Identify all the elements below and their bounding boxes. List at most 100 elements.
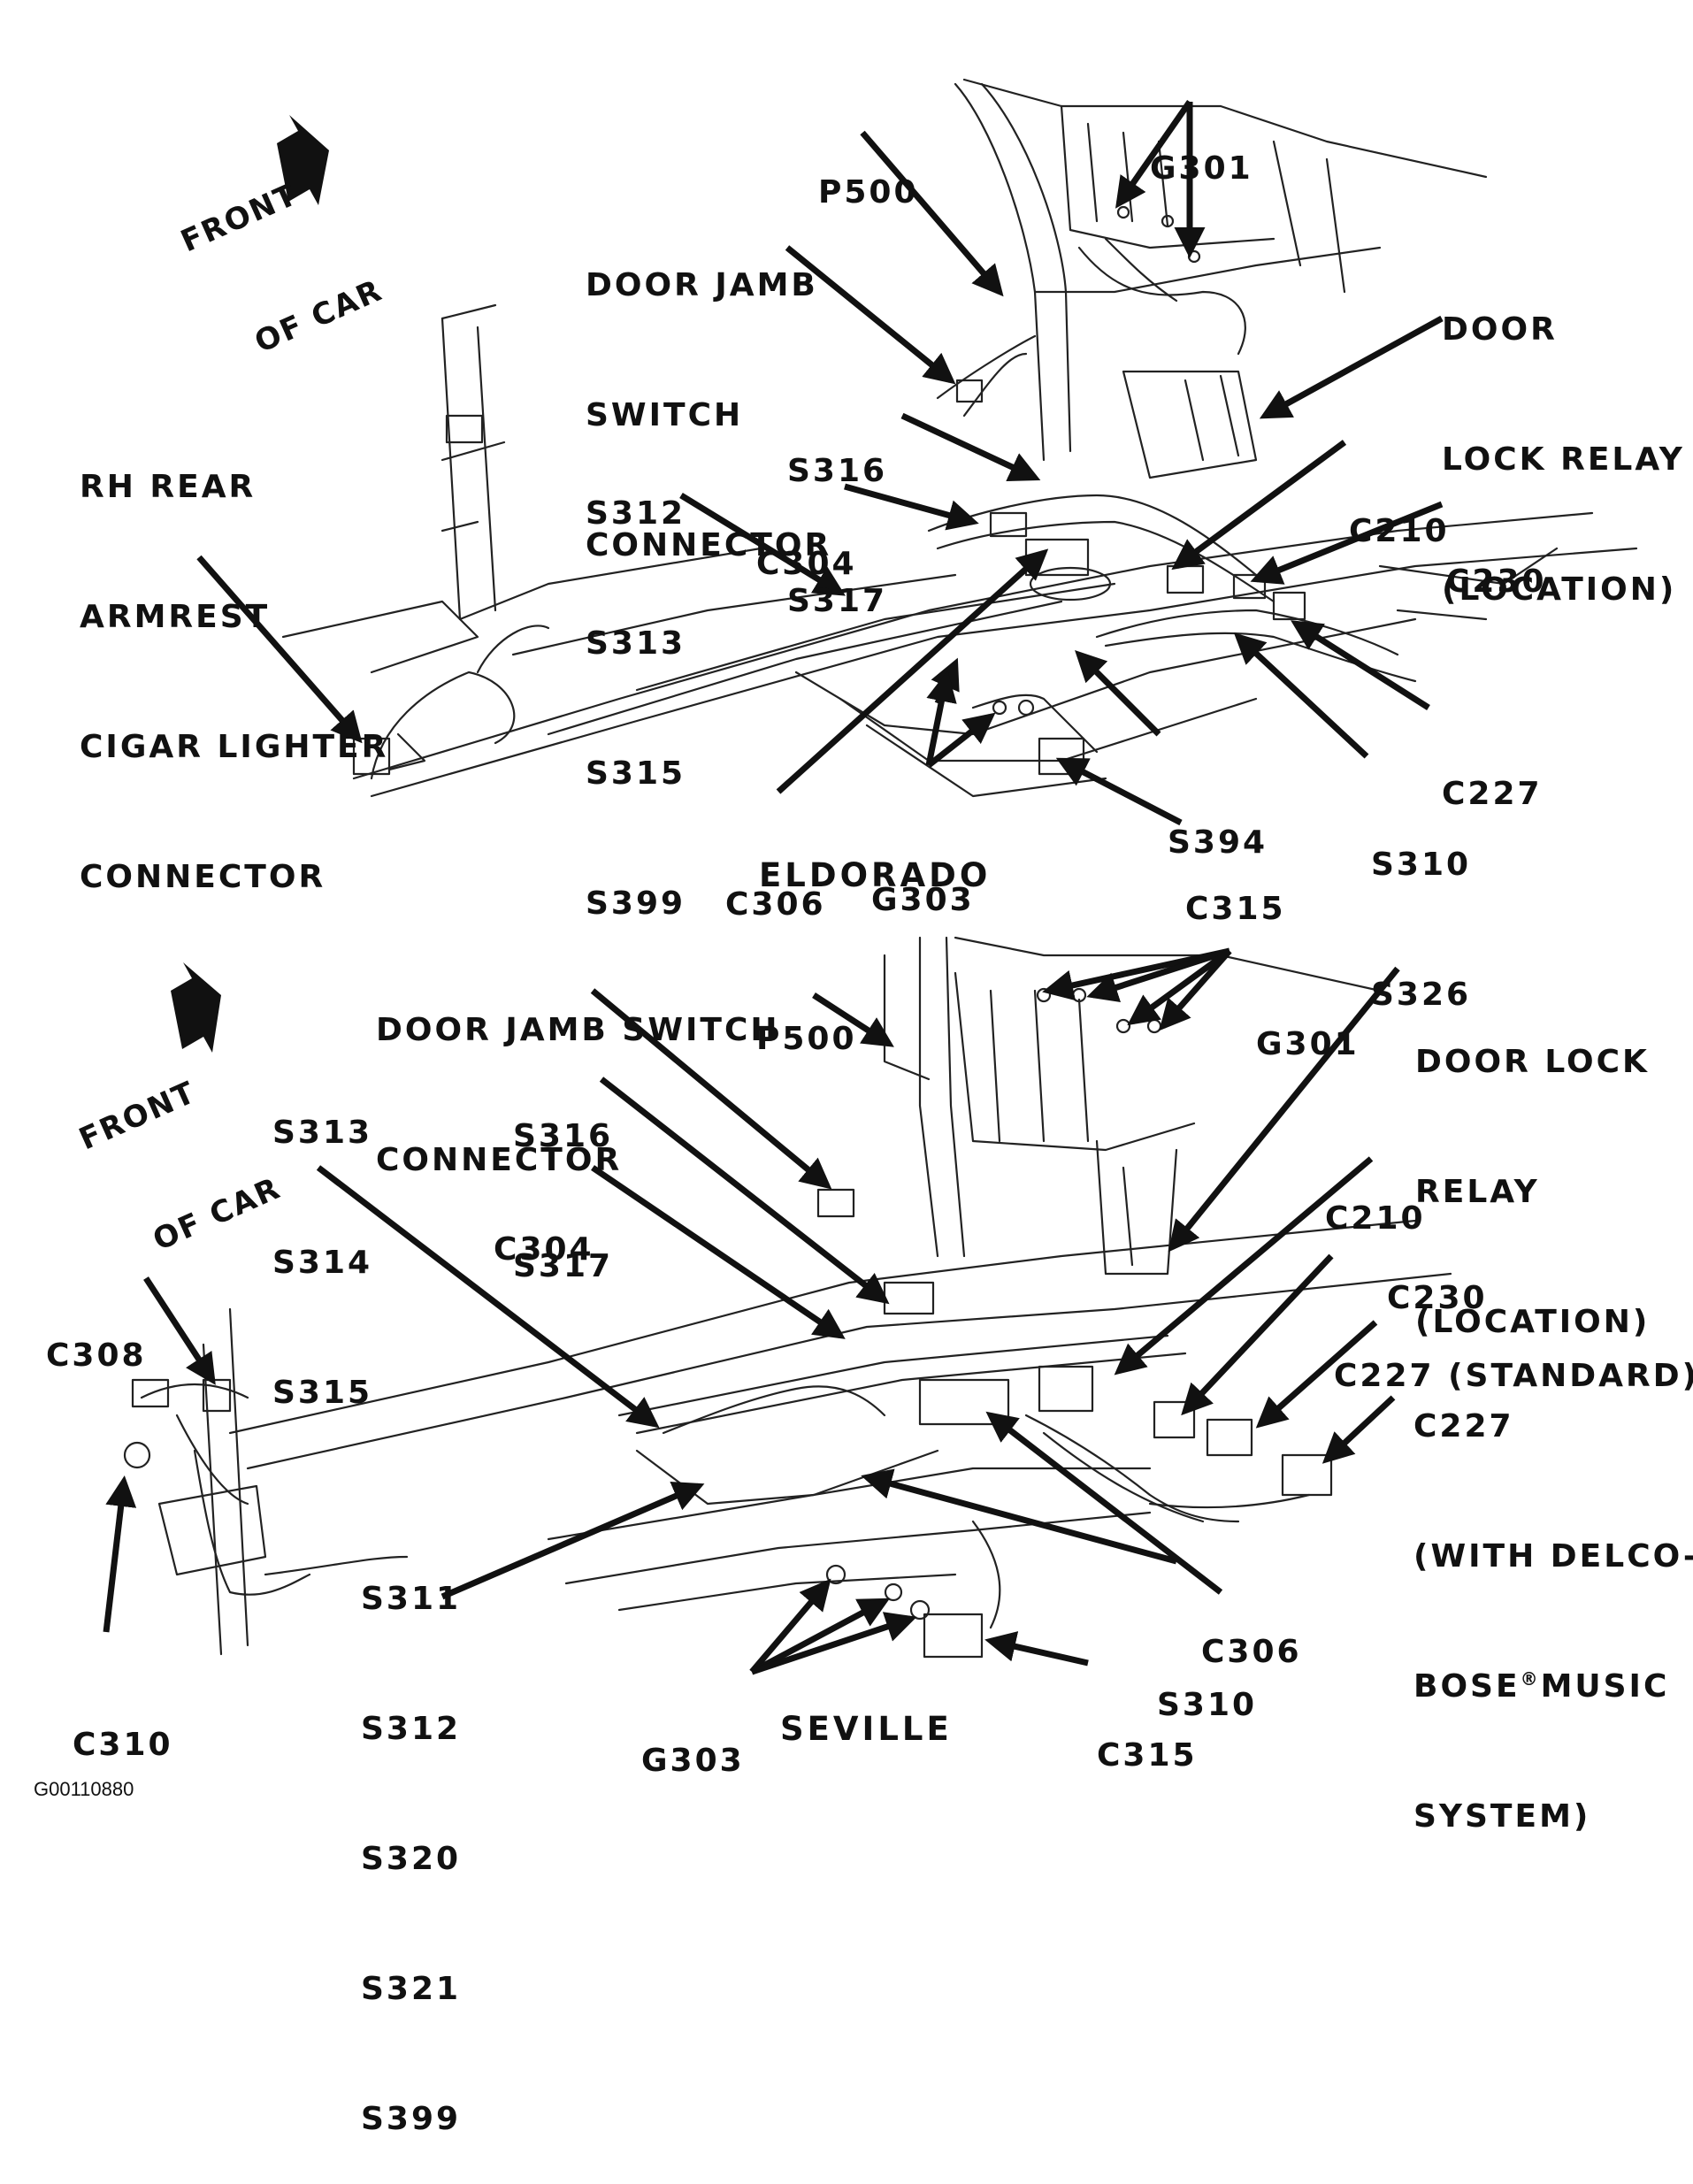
seville-s313-group-label: S313 S314 S315 [272, 1024, 372, 1458]
front-line-1: FRONT [175, 176, 303, 260]
label-line: C310 [73, 1727, 173, 1763]
label-line: C304 [494, 1231, 594, 1268]
eldorado-c230-label: C230 [1446, 473, 1547, 647]
front-of-car-arrow-seville [171, 962, 221, 1053]
label-line: S399 [361, 2101, 462, 2137]
label-line: S313 [586, 625, 686, 662]
label-line: DOOR JAMB SWITCH [376, 1012, 780, 1048]
seville-c310-label: C310 [73, 1636, 173, 1810]
label-line: C306 [725, 886, 826, 923]
seville-c315-label: C315 [1097, 1647, 1198, 1820]
label-line: RELAY [1415, 1174, 1540, 1210]
wiring-diagram-drawing [103, 78, 1638, 1675]
label-line: (LOCATION) [1442, 571, 1677, 608]
label-line: S394 [1168, 824, 1268, 861]
label-line: G301 [1256, 1026, 1360, 1062]
label-line: DOOR LOCK [1415, 1044, 1650, 1080]
seville-door-lock-relay-label: DOOR LOCK RELAY (LOCATION) [1415, 954, 1650, 1387]
eldorado-c315-label: C315 [1185, 801, 1286, 974]
eldorado-rh-rear-armrest-label: RH REAR ARMREST CIGAR LIGHTER CONNECTOR [80, 379, 388, 942]
seville-pointer-arrows [103, 947, 1400, 1675]
label-line: C315 [1097, 1737, 1198, 1774]
label-line: S311 [361, 1581, 462, 1617]
label-line: SYSTEM) [1413, 1798, 1591, 1835]
seville-c308-label: C308 [46, 1247, 147, 1421]
front-line-2: OF CAR [249, 272, 388, 361]
label-line: ARMREST [80, 599, 271, 635]
label-line: CIGAR LIGHTER [80, 729, 389, 765]
figure-code: G00110880 [34, 1778, 134, 1800]
eldorado-g301-label: G301 [1150, 60, 1253, 234]
seville-p500-label: P500 [756, 931, 857, 1104]
label-line: S326 [1371, 977, 1472, 1013]
label-line: C210 [1349, 513, 1450, 549]
label-line: G303 [641, 1743, 745, 1779]
seville-s311-group-label: S311 S312 S320 S321 S399 [361, 1490, 461, 2184]
seville-c227-standard-label: C227 (STANDARD) [1334, 1268, 1693, 1441]
front-line-2: OF CAR [148, 1170, 287, 1259]
seville-c304-label: C304 [494, 1141, 594, 1314]
seville-title: SEVILLE [780, 1710, 953, 1748]
label-line: S316 [513, 1118, 614, 1154]
eldorado-s394-label: S394 [1168, 734, 1268, 908]
eldorado-g303-label: G303 [871, 792, 975, 965]
label-line: (WITH DELCO- [1413, 1538, 1693, 1575]
label-line: C227 [1413, 1408, 1514, 1445]
label-line: RH REAR [80, 469, 257, 505]
label-line: C304 [756, 546, 857, 582]
registered-mark: ® [1520, 1668, 1541, 1690]
label-line: S316 [787, 453, 888, 489]
eldorado-c304-label: C304 [756, 456, 857, 629]
eldorado-s310-s326-label: S310 S326 [1371, 756, 1471, 1060]
front-of-car-arrow-eldorado [277, 115, 329, 205]
diagram-stage: FRONT OF CAR RH REAR ARMREST CIGAR LIGHT… [34, 60, 1693, 2137]
label-line: CONNECTOR [586, 527, 832, 563]
label-line: S320 [361, 1841, 462, 1877]
seville-door-jamb-switch-label: DOOR JAMB SWITCH CONNECTOR [376, 922, 780, 1225]
label-line: S312 [586, 495, 686, 532]
seville-g303-label: G303 [641, 1652, 745, 1826]
seville-c230-label: C230 [1387, 1190, 1488, 1363]
label-line: S314 [272, 1245, 373, 1281]
label-line: S317 [513, 1248, 614, 1284]
front-line-1: FRONT [73, 1074, 202, 1158]
eldorado-pointer-arrows [196, 100, 1444, 826]
eldorado-c210-label: C210 [1349, 423, 1450, 596]
label-line: G303 [871, 882, 975, 918]
label-line: CONNECTOR [80, 859, 326, 895]
label-line: SWITCH [586, 397, 744, 433]
eldorado-door-lock-relay-label: DOOR LOCK RELAY (LOCATION) [1442, 221, 1685, 655]
label-line: S310 [1371, 847, 1472, 883]
eldorado-title: ELDORADO [759, 856, 992, 894]
label-line: C306 [1201, 1634, 1302, 1670]
label-line: DOOR [1442, 311, 1558, 348]
label-line: S317 [787, 583, 888, 619]
label-line: (LOCATION) [1415, 1304, 1651, 1340]
label-line: CONNECTOR [376, 1142, 623, 1178]
label-line: S310 [1157, 1687, 1258, 1723]
eldorado-body-outline [281, 78, 1638, 798]
label-line: C230 [1387, 1280, 1488, 1316]
eldorado-s316-s317-label: S316 S317 [787, 363, 887, 666]
label-line: G301 [1150, 150, 1253, 187]
eldorado-c306-label: C306 [725, 796, 826, 969]
label-line: S315 [272, 1375, 373, 1411]
seville-c210-label: C210 [1325, 1110, 1426, 1284]
label-line: LOCK RELAY [1442, 441, 1685, 478]
label-line: C210 [1325, 1200, 1426, 1237]
label-line: C315 [1185, 891, 1286, 927]
label-line: S312 [361, 1711, 462, 1747]
label-line: P500 [756, 1021, 857, 1057]
seville-c227-delco-label: C227 (WITH DELCO- BOSE®MUSIC SYSTEM) [1413, 1318, 1693, 1881]
music-word: MUSIC [1540, 1668, 1670, 1705]
eldorado-p500-label: P500 [818, 84, 919, 257]
bose-word: BOSE [1413, 1668, 1521, 1705]
seville-g301-label: G301 [1256, 936, 1360, 1109]
eldorado-door-jamb-switch-label: DOOR JAMB SWITCH CONNECTOR [586, 177, 831, 610]
label-line: C227 (STANDARD) [1334, 1358, 1693, 1394]
label-line: S315 [586, 755, 686, 792]
label-line: C308 [46, 1337, 147, 1374]
label-line: S321 [361, 1971, 462, 2007]
seville-c306-label: C306 [1201, 1544, 1302, 1717]
label-line: C227 [1442, 776, 1543, 812]
